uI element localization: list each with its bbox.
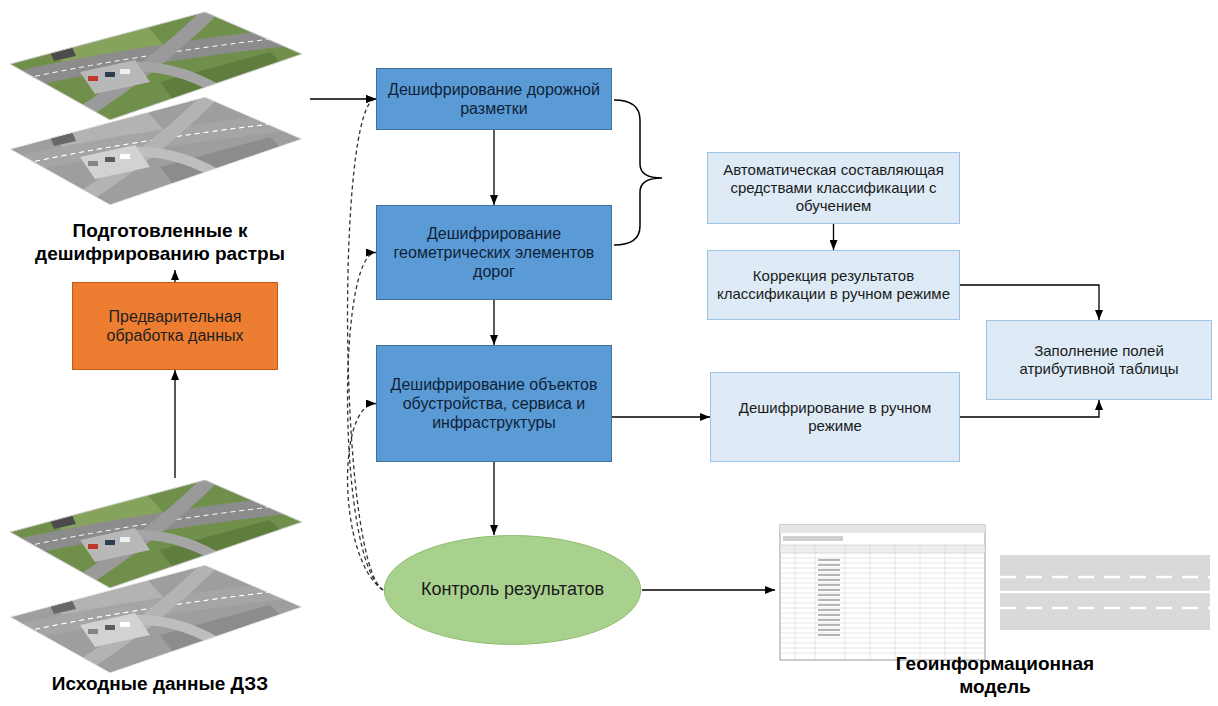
flow-arrow <box>174 270 175 282</box>
preprocess-box: Предварительная обработка данных <box>72 282 278 370</box>
process-box: Дешифрирование дорожной разметки <box>376 68 612 130</box>
flow-arrow <box>960 400 1099 417</box>
process-box: Дешифрирование объектов обустройства, се… <box>376 345 612 462</box>
brace <box>614 100 662 245</box>
node-text: Коррекция результатов классификации в ру… <box>716 267 951 303</box>
flow-arrow <box>612 416 710 417</box>
node-text: Предварительная обработка данных <box>81 307 269 345</box>
flow-arrow <box>493 300 494 345</box>
flow-arrow <box>960 285 1099 320</box>
node-text: Геоинформационная модель <box>880 653 1110 699</box>
flow-arrow <box>310 98 376 99</box>
node-text: Дешифрирование объектов обустройства, се… <box>385 375 603 433</box>
flow-arrow <box>174 370 175 478</box>
node-text: Дешифрирование в ручном режиме <box>719 399 951 435</box>
node-text: Автоматическая составляющая средствами к… <box>716 161 951 215</box>
note-box: Заполнение полей атрибутивной таблицы <box>986 320 1212 400</box>
node-text: Дешифрирование геометрических элементов … <box>385 224 603 282</box>
raster-caption: Подготовленные к дешифрированию растры <box>10 8 310 270</box>
note-box: Дешифрирование в ручном режиме <box>710 372 960 462</box>
attribute-table-picture <box>780 525 985 660</box>
flow-arrow <box>642 589 775 590</box>
control-ellipse: Контроль результатов <box>383 535 642 645</box>
road-picture <box>1000 555 1210 630</box>
flow-arrow <box>833 224 834 250</box>
note-box: Коррекция результатов классификации в ру… <box>707 250 960 320</box>
note-box: Автоматическая составляющая средствами к… <box>707 152 960 224</box>
node-text: Подготовленные к дешифрированию растры <box>10 220 310 266</box>
node-text: Заполнение полей атрибутивной таблицы <box>995 342 1203 378</box>
flow-arrow <box>493 130 494 205</box>
raster-stack <box>0 7 315 212</box>
raster-caption: Исходные данные ДЗЗ <box>10 478 310 700</box>
node-text: Контроль результатов <box>421 579 604 601</box>
model-caption: Геоинформационная модель <box>775 520 1215 703</box>
flow-arrow <box>493 462 494 535</box>
node-text: Дешифрирование дорожной разметки <box>385 80 603 118</box>
process-box: Дешифрирование геометрических элементов … <box>376 205 612 300</box>
raster-stack <box>0 475 315 680</box>
node-text: Исходные данные ДЗЗ <box>52 673 268 696</box>
